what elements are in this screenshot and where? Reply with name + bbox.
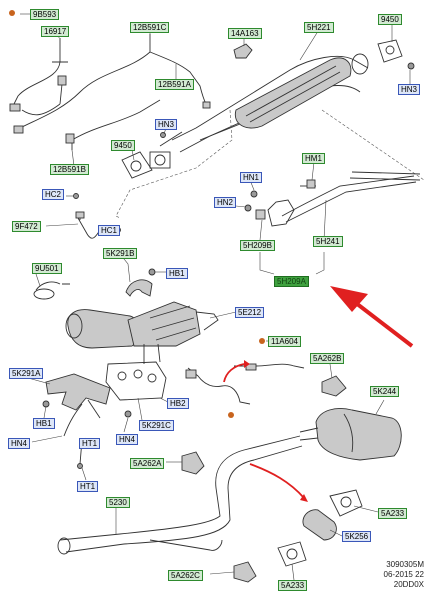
callout-hn1[interactable]: HN1 [240, 172, 263, 183]
nut-hn3-mid [160, 132, 166, 138]
clamp-hm1 [306, 179, 316, 189]
callout-hc2[interactable]: HC2 [42, 189, 65, 200]
callout-5K291A[interactable]: 5K291A [9, 368, 44, 379]
callout-12B591A[interactable]: 12B591A [155, 79, 194, 90]
bracket-5K291A [45, 373, 111, 411]
callout-hn4-mid[interactable]: HN4 [116, 434, 139, 445]
gasket-9450-top [377, 39, 403, 63]
callout-5E212[interactable]: 5E212 [235, 307, 265, 318]
callout-5K244[interactable]: 5K244 [370, 386, 400, 397]
callout-5A233-right[interactable]: 5A233 [378, 508, 408, 519]
bracket-14A163 [233, 43, 253, 59]
clamp-5A233-right [329, 489, 363, 517]
hanger-5A262B [321, 375, 347, 397]
flange [149, 151, 171, 169]
gasket-5K291C [105, 361, 167, 401]
harness-12B591C [13, 34, 211, 134]
callout-hn3-top[interactable]: HN3 [398, 84, 421, 95]
converter-5E212 [65, 301, 219, 349]
callout-hc1[interactable]: HC1 [98, 225, 121, 236]
nut-hn1 [250, 190, 258, 198]
harness-12B591B [65, 99, 161, 150]
dashed-outline [115, 109, 233, 219]
bracket-5K291B [125, 279, 153, 297]
hanger-5A262C [233, 561, 257, 583]
pointer-arrow-pipe [249, 463, 305, 499]
callout-5230[interactable]: 5230 [106, 497, 130, 508]
nut-hn3-top [407, 62, 415, 70]
callout-hn2[interactable]: HN2 [214, 197, 237, 208]
callout-11A604[interactable]: 11A604 [268, 336, 301, 347]
callout-5A262C[interactable]: 5A262C [168, 570, 203, 581]
harness-16917 [9, 38, 68, 116]
callout-5K256[interactable]: 5K256 [342, 531, 372, 542]
pipe-5230 [57, 435, 303, 555]
callout-hn3-mid[interactable]: HN3 [155, 119, 178, 130]
highlight-arrow-large [330, 286, 414, 348]
hanger-5A262A [181, 451, 205, 475]
gasket-9450-mid [121, 151, 153, 179]
callout-hm1[interactable]: HM1 [302, 153, 325, 164]
callout-9450-top[interactable]: 9450 [378, 14, 402, 25]
pointer-arrow-11a604 [223, 363, 245, 383]
nut-hn2 [244, 204, 252, 212]
callout-14A163[interactable]: 14A163 [228, 28, 262, 39]
callout-hb1-mid[interactable]: HB1 [166, 268, 188, 279]
callout-9450-mid[interactable]: 9450 [111, 140, 135, 151]
muffler-5K244 [299, 408, 402, 461]
callout-16917[interactable]: 16917 [41, 26, 70, 37]
callout-5H221[interactable]: 5H221 [304, 22, 334, 33]
callout-hn4-left[interactable]: HN4 [8, 438, 31, 449]
callout-ht1-lower[interactable]: HT1 [77, 481, 99, 492]
connector-dot-11a604 [259, 338, 265, 344]
callout-12B591B[interactable]: 12B591B [50, 164, 89, 175]
sensor-9U501 [35, 281, 70, 291]
bolt-hc2 [73, 193, 79, 199]
callout-5K291C[interactable]: 5K291C [139, 420, 174, 431]
callout-5A262B[interactable]: 5A262B [310, 353, 345, 364]
callout-5K291B[interactable]: 5K291B [103, 248, 138, 259]
callout-9F472[interactable]: 9F472 [12, 221, 41, 232]
diagram-code: 3090305M [386, 560, 424, 569]
clamp-5A233-bottom [277, 541, 307, 567]
diagram-reference: 3090305M 06-2015 22 20DD0X [384, 560, 424, 590]
callout-12B591C[interactable]: 12B591C [130, 22, 170, 33]
callout-ht1-upper[interactable]: HT1 [79, 438, 101, 449]
bracket-hn2 [255, 209, 266, 220]
diagram-model-code: 20DD0X [393, 580, 424, 589]
callout-5H209B[interactable]: 5H209B [240, 240, 275, 251]
catalytic-converter-5H221 [159, 53, 369, 153]
callout-5A262A[interactable]: 5A262A [130, 458, 165, 469]
connector-dot-lower [228, 412, 234, 418]
tailpipe-5K256 [302, 509, 337, 541]
callout-hb2[interactable]: HB2 [167, 398, 189, 409]
callout-9B593[interactable]: 9B593 [30, 9, 60, 20]
callout-5H241[interactable]: 5H241 [313, 236, 343, 247]
callout-9U501[interactable]: 9U501 [32, 263, 62, 274]
callout-5A233-bottom[interactable]: 5A233 [278, 580, 308, 591]
sensor-HT1 [63, 403, 83, 465]
pipe-assembly-5H209 [267, 171, 421, 227]
connector-dot-top [9, 10, 15, 16]
callout-hb1-left[interactable]: HB1 [33, 418, 55, 429]
diagram-date: 06-2015 22 [383, 570, 424, 579]
callout-5H209A-highlighted[interactable]: 5H209A [274, 276, 309, 287]
